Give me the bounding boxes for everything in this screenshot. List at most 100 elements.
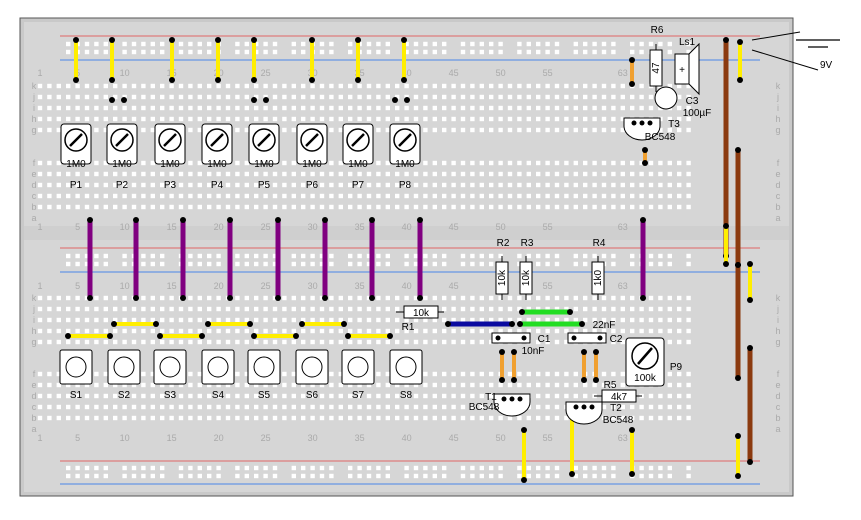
hole: [526, 295, 531, 301]
rail-hole: [254, 49, 259, 55]
hole: [395, 182, 400, 188]
hole: [244, 83, 249, 89]
hole: [564, 127, 569, 133]
hole: [282, 171, 287, 177]
hole: [357, 193, 362, 199]
hole: [56, 404, 61, 410]
hole: [442, 83, 447, 89]
hole: [122, 382, 127, 388]
push-switch: S1: [59, 349, 93, 401]
rail-hole: [291, 41, 296, 47]
hole: [479, 306, 484, 312]
rail-hole: [667, 473, 672, 479]
hole: [103, 193, 108, 199]
wire-end: [581, 349, 587, 355]
resistor-body: [649, 49, 663, 87]
hole: [451, 339, 456, 345]
push-switch: S5: [247, 349, 281, 401]
hole: [507, 317, 513, 323]
hole: [667, 317, 672, 323]
hole: [141, 193, 146, 199]
row-letter: h: [775, 114, 780, 124]
hole: [583, 317, 588, 323]
rail-hole: [263, 473, 268, 479]
rail-hole: [207, 465, 212, 471]
hole: [329, 317, 334, 323]
hole: [94, 116, 99, 122]
rail-hole: [423, 261, 428, 267]
hole: [479, 116, 484, 122]
rail-hole: [310, 261, 315, 267]
rail-hole: [244, 473, 249, 479]
hole: [376, 415, 381, 421]
hole: [216, 116, 221, 122]
hole: [207, 116, 212, 122]
hole: [423, 171, 428, 177]
hole: [94, 94, 99, 100]
rail-hole: [207, 473, 212, 479]
row-letter: b: [31, 413, 36, 423]
capacitor-pin: [597, 335, 603, 341]
rail-hole: [291, 253, 296, 259]
hole: [376, 83, 381, 89]
rail-hole: [263, 261, 268, 267]
capacitor-value: 100µF: [683, 108, 712, 119]
hole: [479, 193, 484, 199]
pot-label: P1: [70, 180, 83, 191]
hole: [489, 306, 494, 312]
hole: [235, 339, 240, 345]
row-letter: f: [33, 158, 36, 168]
column-number: 10: [120, 222, 130, 232]
wire-end: [199, 333, 205, 339]
hole: [178, 171, 184, 177]
hole: [498, 317, 503, 323]
hole: [630, 193, 635, 199]
hole: [244, 105, 249, 111]
hole: [169, 415, 174, 421]
wire-end: [417, 217, 423, 223]
hole: [310, 116, 315, 122]
hole: [197, 371, 202, 377]
column-number: 45: [449, 433, 459, 443]
row-letter: h: [31, 114, 36, 124]
hole: [75, 382, 80, 388]
rail-hole: [460, 473, 466, 479]
link-dot: [251, 97, 257, 103]
hole: [282, 94, 287, 100]
hole: [122, 83, 127, 89]
hole: [56, 328, 61, 334]
hole: [56, 204, 61, 210]
column-number: 20: [214, 433, 224, 443]
rail-hole: [432, 473, 437, 479]
hole: [272, 94, 278, 100]
wire-end: [133, 217, 139, 223]
hole: [122, 116, 127, 122]
hole: [94, 193, 99, 199]
rail-hole: [489, 41, 494, 47]
hole: [348, 182, 353, 188]
hole: [94, 393, 99, 399]
hole: [84, 83, 90, 89]
hole: [310, 83, 315, 89]
hole: [66, 105, 71, 111]
hole: [338, 182, 343, 188]
hole: [75, 94, 80, 100]
hole: [385, 371, 390, 377]
hole: [611, 105, 616, 111]
hole: [573, 171, 578, 177]
rail-hole: [442, 465, 447, 471]
switch-label: S8: [400, 390, 413, 401]
hole: [282, 306, 287, 312]
hole: [554, 404, 560, 410]
hole: [301, 415, 306, 421]
wire-end: [579, 321, 585, 327]
hole: [254, 83, 259, 89]
hole: [460, 94, 466, 100]
trimmer-slot: [637, 347, 653, 365]
hole: [620, 317, 625, 323]
hole: [479, 171, 484, 177]
hole: [225, 116, 231, 122]
rail-hole: [526, 473, 531, 479]
hole: [677, 339, 682, 345]
